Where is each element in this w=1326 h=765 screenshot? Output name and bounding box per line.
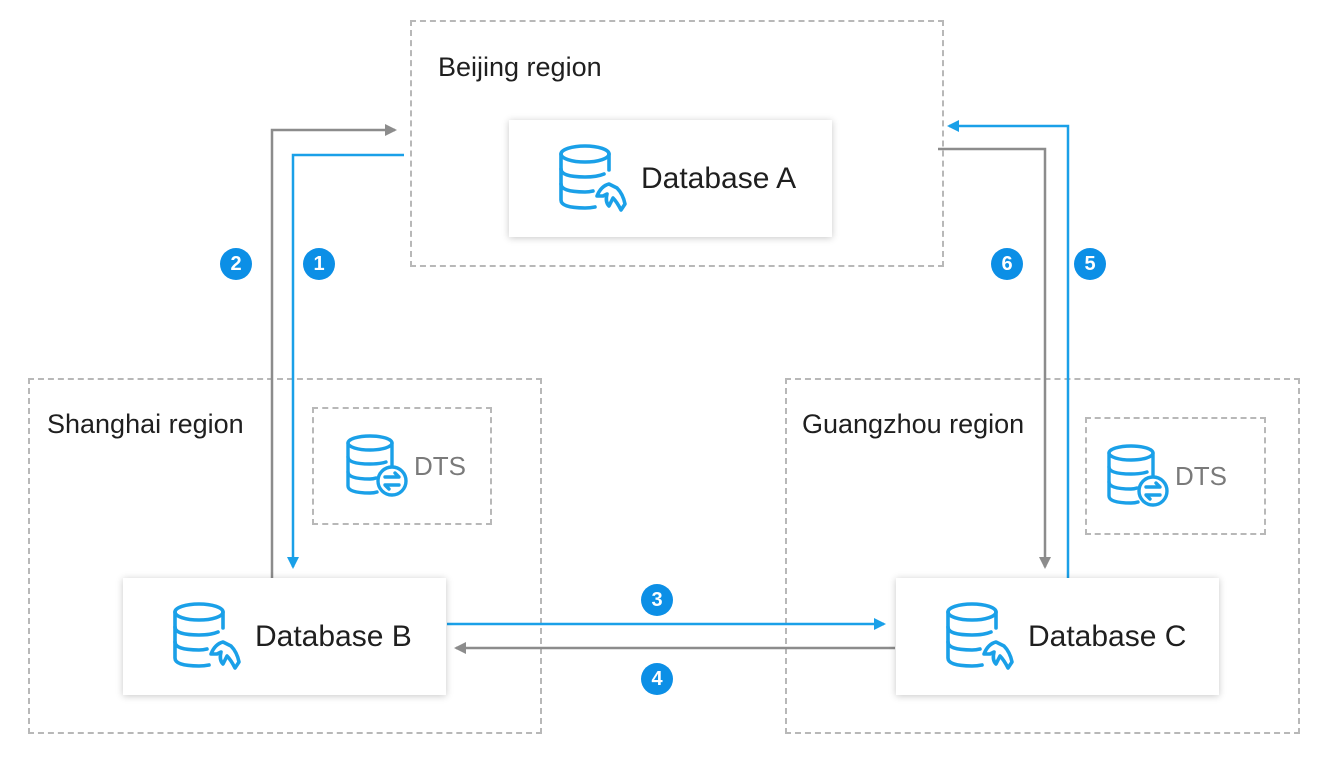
database-a-card: Database A <box>509 120 832 237</box>
guangzhou-region-label: Guangzhou region <box>802 409 1025 439</box>
step-badge-1: 1 <box>303 248 335 280</box>
database-b-name: Database B <box>255 619 412 653</box>
database-a-name: Database A <box>641 161 797 195</box>
database-sync-icon <box>173 601 241 670</box>
beijing-region <box>410 20 944 267</box>
arrow-step-5 <box>947 120 1070 578</box>
arrow-step-6 <box>938 147 1051 569</box>
database-sync-icon <box>559 143 627 212</box>
step-badge-2: 2 <box>220 248 252 280</box>
step-badge-3: 3 <box>641 584 673 616</box>
dts-guangzhou-label: DTS <box>1175 460 1227 491</box>
shanghai-region <box>28 378 542 734</box>
dts-database-icon <box>1107 444 1169 507</box>
dts-guangzhou: DTS <box>1085 417 1266 535</box>
dts-shanghai: DTS <box>312 407 492 525</box>
dts-shanghai-label: DTS <box>414 450 466 481</box>
guangzhou-region <box>785 378 1300 734</box>
dts-database-icon <box>346 434 408 497</box>
database-c-card: Database C <box>896 578 1219 695</box>
shanghai-region-label: Shanghai region <box>47 409 244 439</box>
database-b-card: Database B <box>123 578 446 695</box>
beijing-region-label: Beijing region <box>438 52 602 82</box>
step-badge-6: 6 <box>991 248 1023 280</box>
step-badge-4: 4 <box>641 663 673 695</box>
arrow-step-2 <box>270 124 397 578</box>
database-c-name: Database C <box>1028 619 1187 653</box>
arrow-step-1 <box>287 153 404 569</box>
step-badge-5: 5 <box>1074 248 1106 280</box>
database-sync-icon <box>946 601 1014 670</box>
